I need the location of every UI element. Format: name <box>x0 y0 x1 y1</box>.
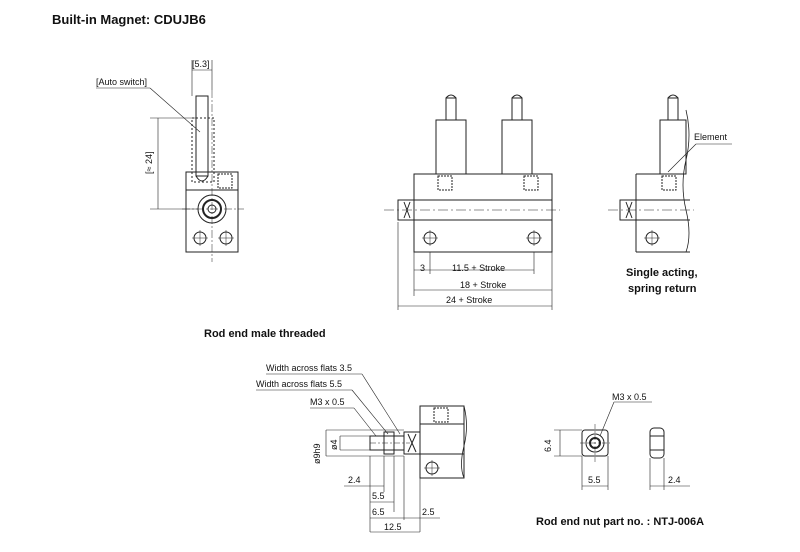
switch-stem <box>195 95 209 177</box>
nut-side <box>649 427 665 459</box>
switch-b-stem <box>511 97 523 121</box>
auto-switch-label: [Auto switch] <box>96 77 148 87</box>
dim-dia-4: ø4 <box>329 439 339 450</box>
switch-b-body <box>501 119 533 175</box>
dim-24-side: [≈ 24] <box>144 151 154 174</box>
end-break <box>682 109 690 253</box>
nut-part-label: Rod end nut part no. : NTJ-006A <box>536 516 705 528</box>
dim-24-stroke: 24 + Stroke <box>446 295 493 305</box>
dim-5-3: [5.3] <box>192 59 210 69</box>
width-across-flats-3-5: Width across flats 3.5 <box>266 363 353 373</box>
dim-6-4-nut: 6.4 <box>543 439 553 452</box>
dim-3: 3 <box>420 263 426 273</box>
spring-return-label: spring return <box>628 283 697 295</box>
rod-end-detail <box>256 373 467 533</box>
cylinder-body <box>413 173 553 201</box>
thread-m3-label: M3 x 0.5 <box>310 397 345 407</box>
end-port <box>661 175 677 191</box>
dim-2-5-rod: 2.5 <box>422 507 435 517</box>
port-b <box>523 175 539 191</box>
dim-dia-9h9: ø9h9 <box>312 443 322 464</box>
switch-a-body <box>435 119 467 175</box>
single-acting-label: Single acting, <box>626 267 698 279</box>
rod-end-section-title: Rod end male threaded <box>204 328 326 340</box>
switch-hidden <box>191 117 215 183</box>
detail-break <box>461 405 467 479</box>
dim-18-stroke: 18 + Stroke <box>460 280 507 290</box>
dim-2-4-rod: 2.4 <box>348 475 361 485</box>
dim-12-5-rod: 12.5 <box>384 522 402 532</box>
front-view <box>384 94 560 310</box>
detail-body <box>419 405 465 479</box>
dim-5-5-rod: 5.5 <box>372 491 385 501</box>
dim-11-5-stroke: 11.5 + Stroke <box>452 263 506 273</box>
page-title: Built-in Magnet: CDUJB6 <box>52 12 206 27</box>
end-switch-stem <box>667 97 679 121</box>
nut-detail <box>554 401 690 490</box>
detail-port <box>433 407 449 423</box>
nut-thread-m3-label: M3 x 0.5 <box>612 392 647 402</box>
dim-5-5-nut: 5.5 <box>588 475 601 485</box>
mount-plate <box>413 219 553 253</box>
switch-a-stem <box>445 97 457 121</box>
end-view <box>608 94 732 253</box>
end-switch-body <box>659 119 687 175</box>
width-across-flats-5-5: Width across flats 5.5 <box>256 379 343 389</box>
port-a <box>437 175 453 191</box>
switch-hook <box>195 175 209 182</box>
dim-6-5-rod: 6.5 <box>372 507 385 517</box>
dim-2-4-nut: 2.4 <box>668 475 681 485</box>
side-view <box>96 60 244 262</box>
element-label: Element <box>694 132 728 142</box>
port <box>217 173 233 189</box>
